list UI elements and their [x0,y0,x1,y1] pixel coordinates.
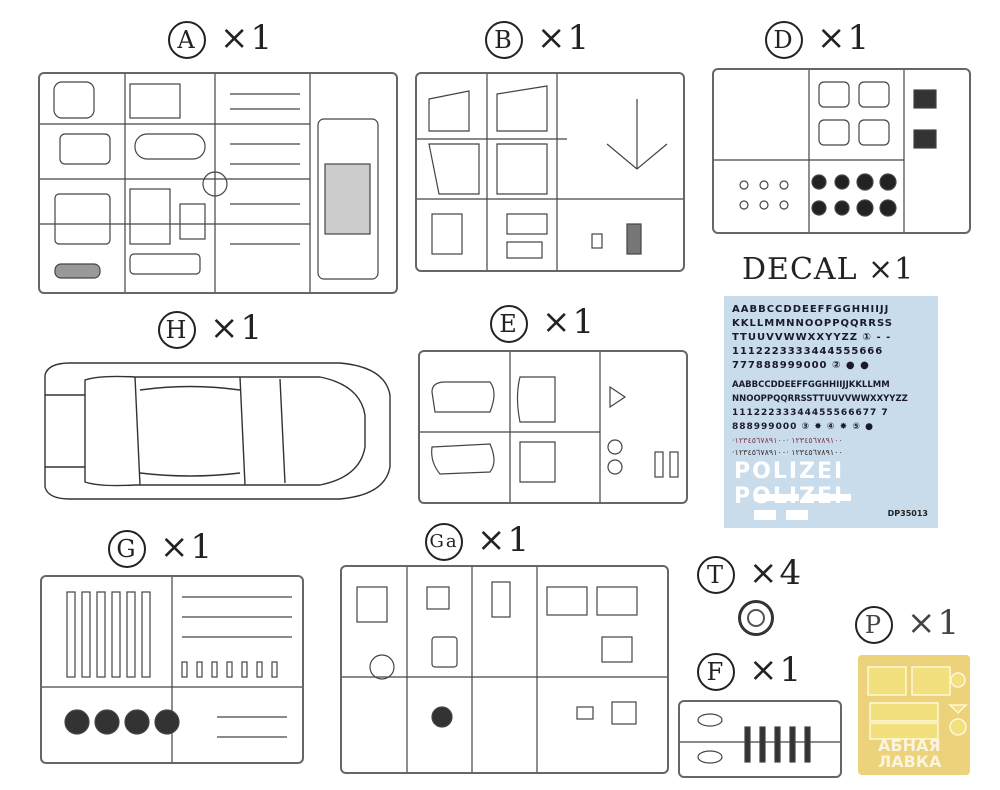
decal-arabic-row: ·١٢٣٤٥٦٧٨٩١٠٠ ·١٢٣٤٥٦٧٨٩١٠٠ [732,448,843,457]
decal-code: DP35013 [887,509,928,518]
decal-sheet: AABBCCDDEEFFGGHHIIJJ KKLLMMNNOOPPQQRRSS … [724,296,938,528]
label-sprue-d: D×1 [765,18,871,59]
decal-row: 888999000 ③ ✸ ④ ✸ ⑤ ● [732,422,874,432]
photo-etch-fret-p [858,655,970,775]
decal-row: KKLLMMNNOOPPQQRRSS [732,318,893,329]
decal-arabic-row: ·١٢٣٤٥٦٧٨٩١٠٠ ·١٢٣٤٥٦٧٨٩١٠٠ [732,436,843,445]
label-sprue-g: G×1 [108,527,214,568]
decal-polizei: POLIZEI POLIZEI [734,459,845,509]
decal-row: AABBCCDDEEFFGGHHIIJJ [732,304,890,315]
label-sprue-b: B×1 [485,18,591,59]
sprue-g [40,575,304,764]
decal-white-stripe [754,494,799,501]
label-body-h: H×1 [158,308,264,349]
sprue-ga [340,565,669,774]
label-part-t: T×4 [697,553,803,594]
label-photo-etch-p: P×1 [855,603,961,644]
watermark: АБНАЯ ЛАВКА [878,736,942,771]
decal-white-plate [754,510,776,520]
decal-row: TTUUVVWWXXYYZZ ① - - [732,332,892,343]
tire-part-t [738,600,774,636]
decal-row: 1112223333444555666 [732,346,884,357]
decal-row: 11122233344455566677 7 [732,408,889,418]
sprue-a [38,72,398,294]
decal-row: AABBCCDDEEFFGGHHIIJJKKLLMM [732,380,890,390]
decal-white-stripe [806,494,851,501]
sprue-f [678,700,842,778]
label-sprue-a: A×1 [168,18,274,59]
sprue-d [712,68,971,234]
decal-white-plate [786,510,808,520]
car-body-h [40,355,395,507]
label-decal: DECAL ×1 [742,252,915,287]
label-sprue-ga: Ga×1 [425,520,531,561]
sprue-b [415,72,685,272]
decal-row: 777888999000 ② ● ● [732,360,870,371]
label-sprue-e: E×1 [490,302,596,343]
label-sprue-f: F×1 [697,650,803,691]
sprue-e [418,350,688,504]
decal-row: NNOOPPQQRRSSTTUUVVWWXXYYZZ [732,394,908,404]
